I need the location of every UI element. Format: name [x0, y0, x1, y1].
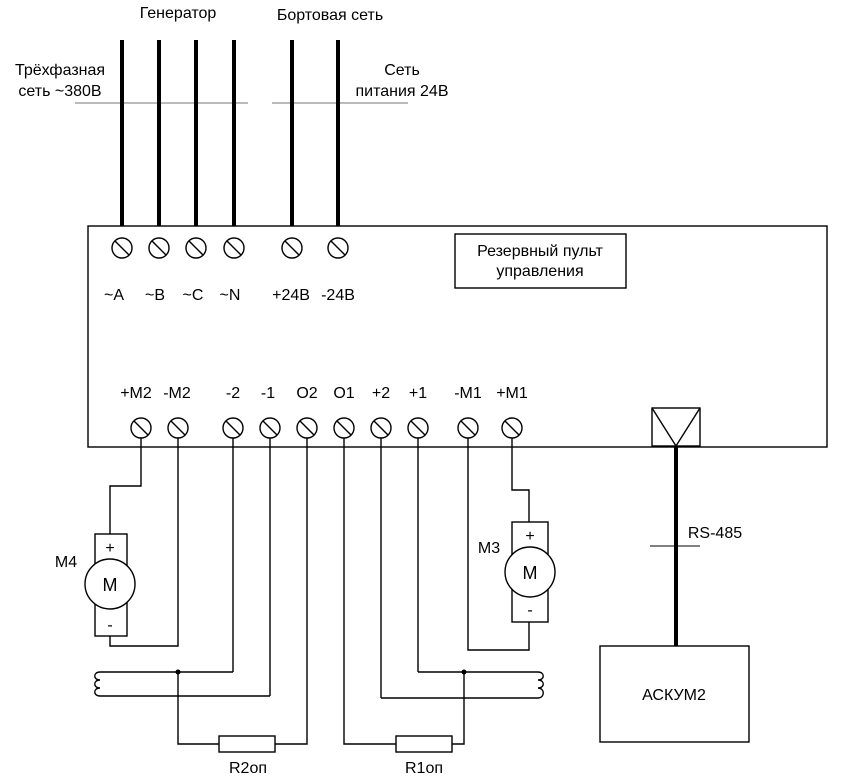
terminal-label-a: ~A: [104, 287, 124, 304]
rs485-label: RS-485: [688, 525, 742, 542]
wire-m3-minus: [467, 438, 530, 651]
wire-m4-plus: [109, 438, 142, 534]
terminal-c: [185, 237, 207, 259]
r2-label: R2оп: [229, 760, 267, 776]
panel-title-line1: Резервный пульт: [477, 243, 603, 260]
terminal-o1: [333, 417, 355, 439]
terminal-label-plus2: +2: [372, 385, 390, 402]
m3-minus-sign: -: [527, 602, 532, 619]
terminal-label-plus-m1: +M1: [496, 385, 528, 402]
motor-m3: [467, 438, 556, 651]
terminal-minus2: [222, 417, 244, 439]
m3-symbol: M: [523, 563, 538, 583]
r1-label: R1оп: [405, 760, 443, 776]
terminal-label-minus-m1: -M1: [454, 385, 482, 402]
askum2-box: [599, 645, 750, 743]
m4-label: M4: [55, 554, 77, 571]
terminal-label-plus-m2: +M2: [120, 385, 152, 402]
three-phase-label-line2: сеть ~380В: [18, 83, 101, 100]
m3-plus-sign: +: [525, 528, 534, 545]
terminal-plus2: [370, 417, 392, 439]
askum2-label: АСКУМ2: [642, 687, 706, 704]
terminal-a: [111, 237, 133, 259]
terminal-label-minus-m2: -M2: [163, 385, 191, 402]
m4-symbol: M: [103, 575, 118, 595]
terminal-plus24: [281, 237, 303, 259]
three-phase-label-line1: Трёхфазная: [15, 62, 105, 79]
right-sensor-circuit: [343, 438, 544, 753]
terminal-label-plus24: +24B: [272, 287, 310, 304]
top-terminal-block: [111, 237, 349, 259]
terminal-o2: [296, 417, 318, 439]
terminal-minus24: [327, 237, 349, 259]
motor-m4: [84, 438, 179, 647]
terminal-label-minus24: -24B: [321, 287, 355, 304]
terminal-label-b: ~B: [145, 287, 165, 304]
terminal-b: [148, 237, 170, 259]
coil-left-icon: [94, 671, 112, 697]
m4-plus-sign: +: [105, 540, 114, 557]
panel-title-box: [454, 233, 627, 289]
terminal-label-o1: O1: [333, 385, 354, 402]
terminal-label-c: ~C: [183, 287, 204, 304]
coil-right-icon: [528, 671, 544, 699]
generator-label: Генератор: [140, 5, 217, 22]
terminal-label-minus2: -2: [226, 385, 240, 402]
onboard-network-label: Бортовая сеть: [277, 7, 383, 24]
supply-label-line1: Сеть: [384, 62, 420, 79]
m4-minus-sign: -: [107, 617, 112, 634]
wire-m4-minus: [109, 438, 179, 647]
wire-m3-plus: [511, 438, 530, 522]
terminal-minus-m2: [167, 417, 189, 439]
terminal-label-o2: O2: [296, 385, 317, 402]
terminal-n: [223, 237, 245, 259]
terminal-label-minus1: -1: [261, 385, 275, 402]
terminal-minus1: [259, 417, 281, 439]
left-sensor-circuit: [94, 438, 308, 753]
terminal-plus1: [407, 417, 429, 439]
resistor-r2: [218, 735, 276, 753]
m3-label: M3: [478, 540, 500, 557]
panel-title-line2: управления: [496, 263, 583, 280]
terminal-label-n: ~N: [220, 287, 241, 304]
bottom-terminal-block: [130, 417, 523, 439]
terminal-plus-m2: [130, 417, 152, 439]
terminal-minus-m1: [457, 417, 479, 439]
rs485-connector: [651, 407, 701, 448]
terminal-plus-m1: [501, 417, 523, 439]
supply-label-line2: питания 24В: [356, 83, 449, 100]
resistor-r1: [395, 735, 453, 753]
terminal-label-plus1: +1: [409, 385, 427, 402]
incoming-wires: [120, 40, 340, 238]
